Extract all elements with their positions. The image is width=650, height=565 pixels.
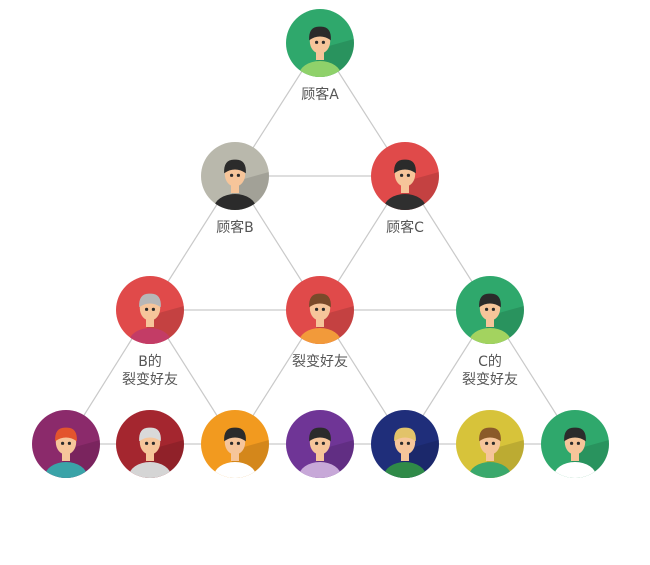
person-node-bottom-2 <box>116 410 184 478</box>
person-node-mid-friend: 裂变好友 <box>286 276 354 370</box>
person-node-C: 顾客C <box>371 142 439 236</box>
person-node-bottom-5 <box>371 410 439 478</box>
person-node-bottom-1 <box>32 410 100 478</box>
node-label: 顾客C <box>386 219 424 236</box>
person-node-bottom-6 <box>456 410 524 478</box>
person-node-A: 顾客A <box>286 9 354 103</box>
node-label: 裂变好友 <box>462 372 518 388</box>
node-label: 顾客A <box>301 86 339 103</box>
node-label: 裂变好友 <box>122 372 178 388</box>
person-node-bottom-3 <box>201 410 269 478</box>
node-label: B的 <box>138 354 162 370</box>
person-node-bottom-7 <box>541 410 609 478</box>
person-node-B: 顾客B <box>201 142 269 236</box>
node-label: 顾客B <box>216 219 254 236</box>
person-avatar-icon <box>298 427 354 478</box>
node-label: C的 <box>478 354 502 370</box>
person-node-bottom-4 <box>286 410 354 478</box>
node-label: 裂变好友 <box>292 354 348 370</box>
